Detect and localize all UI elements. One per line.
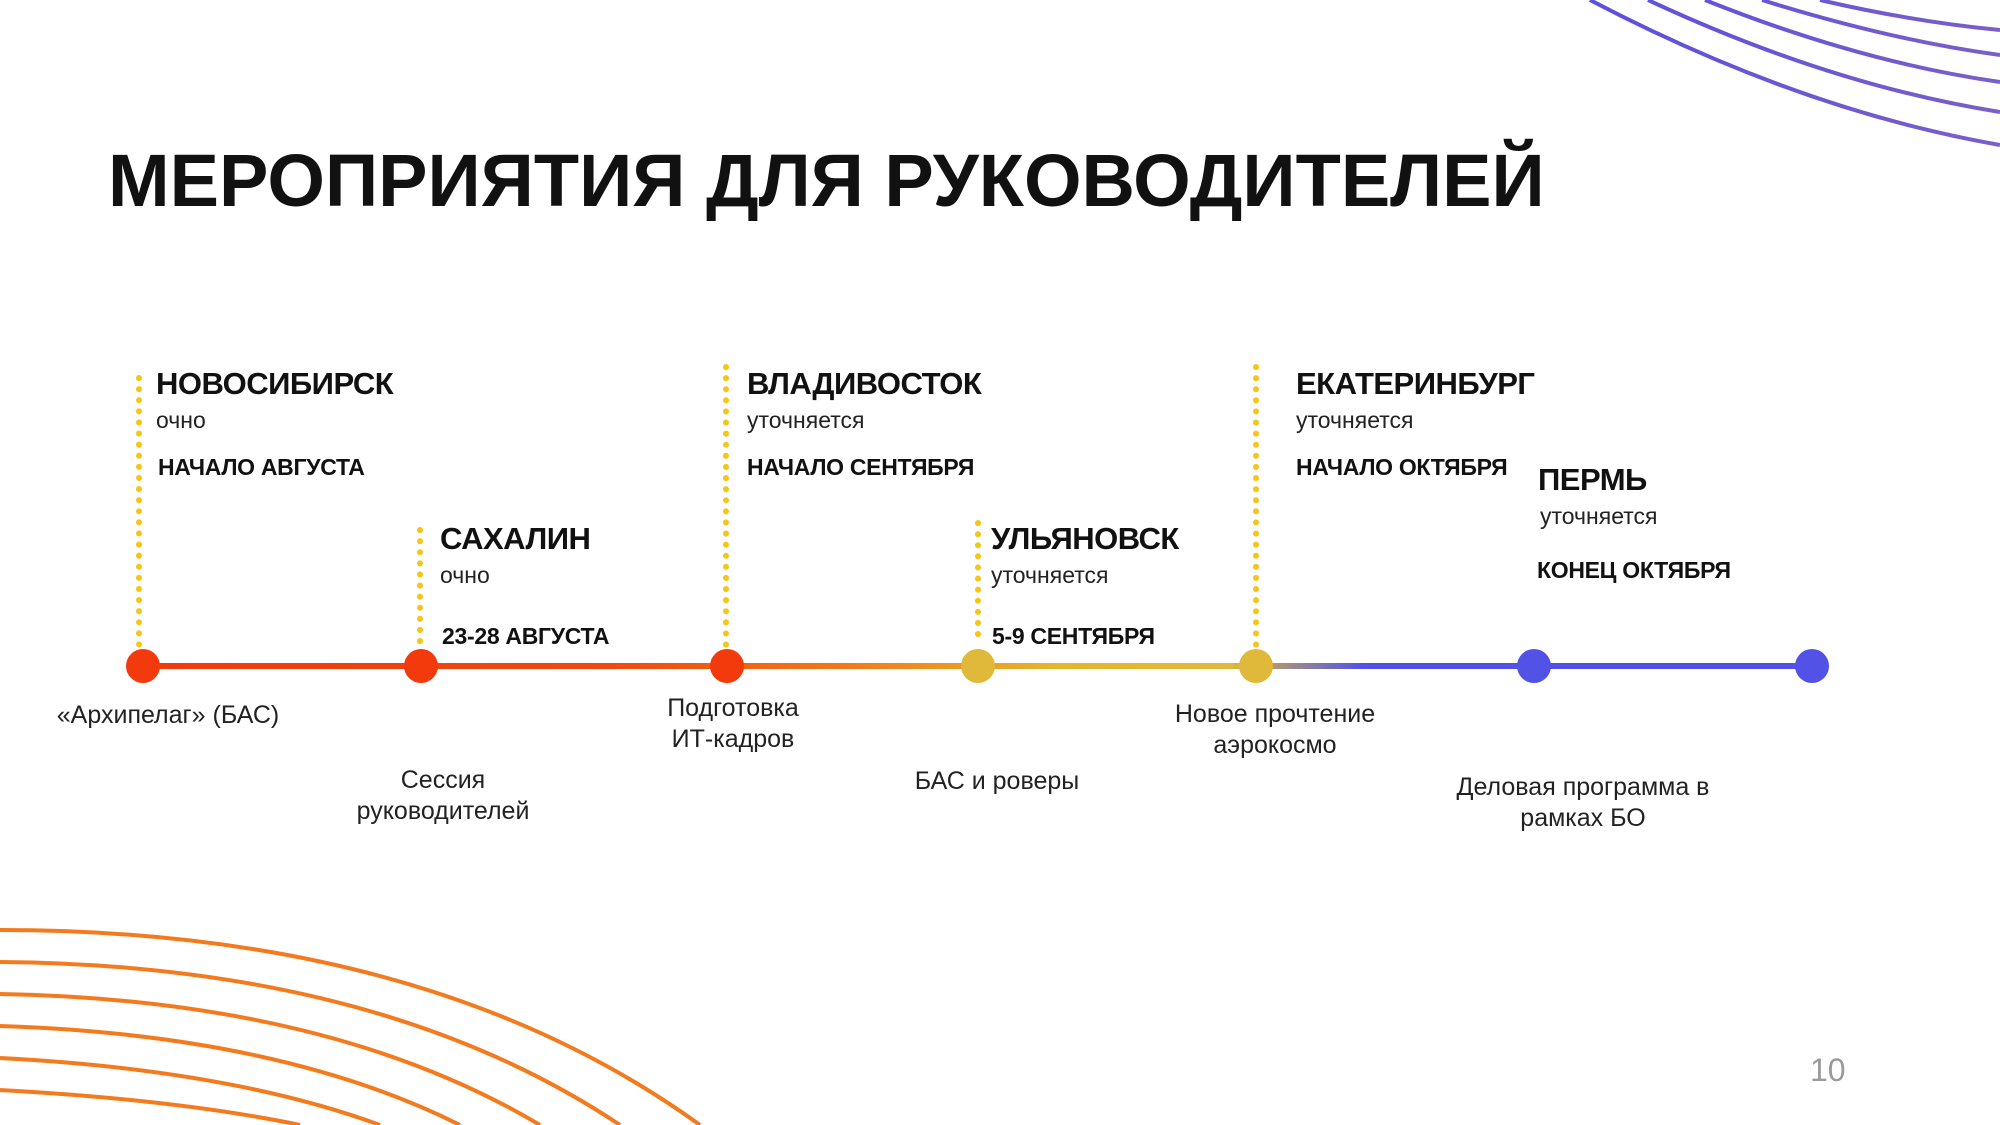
event-mode-sakhalin: очно <box>440 562 490 588</box>
event-city-vladivostok: ВЛАДИВОСТОК <box>747 366 982 401</box>
event-city-novosibirsk: НОВОСИБИРСК <box>156 366 394 401</box>
marker-ulyanovsk <box>961 649 995 683</box>
marker-perm <box>1517 649 1551 683</box>
event-city-perm: ПЕРМЬ <box>1538 462 1647 497</box>
marker-novosibirsk <box>126 649 160 683</box>
top-right-arcs <box>1589 0 2000 147</box>
marker-end <box>1795 649 1829 683</box>
event-mode-vladivostok: уточняется <box>747 407 865 433</box>
event-date-ulyanovsk: 5-9 СЕНТЯБРЯ <box>992 623 1155 649</box>
event-mode-ekaterinburg: уточняется <box>1296 407 1414 433</box>
event-city-ulyanovsk: УЛЬЯНОВСК <box>991 521 1179 556</box>
event-mode-ulyanovsk: уточняется <box>991 562 1109 588</box>
timeline-markers <box>126 649 1829 683</box>
marker-ekaterinburg <box>1239 649 1273 683</box>
bottom-left-arcs <box>0 928 702 1125</box>
event-mode-perm: уточняется <box>1540 503 1658 529</box>
event-date-perm: КОНЕЦ ОКТЯБРЯ <box>1537 557 1731 583</box>
marker-sakhalin <box>404 649 438 683</box>
slide-title: МЕРОПРИЯТИЯ ДЛЯ РУКОВОДИТЕЛЕЙ <box>108 139 1545 222</box>
event-date-ekaterinburg: НАЧАЛО ОКТЯБРЯ <box>1296 454 1508 480</box>
page-number: 10 <box>1810 1052 1846 1088</box>
event-date-vladivostok: НАЧАЛО СЕНТЯБРЯ <box>747 454 975 480</box>
event-mode-novosibirsk: очно <box>156 407 206 433</box>
event-city-ekaterinburg: ЕКАТЕРИНБУРГ <box>1296 366 1535 401</box>
dotted-connectors <box>136 364 1259 648</box>
marker-vladivostok <box>710 649 744 683</box>
event-date-sakhalin: 23-28 АВГУСТА <box>442 623 610 649</box>
event-description-ulyanovsk: БАС и роверы <box>914 767 1080 795</box>
event-description-novosibirsk: «Архипелаг» (БАС) <box>56 701 280 729</box>
event-date-novosibirsk: НАЧАЛО АВГУСТА <box>158 454 365 480</box>
event-city-sakhalin: САХАЛИН <box>440 521 591 556</box>
